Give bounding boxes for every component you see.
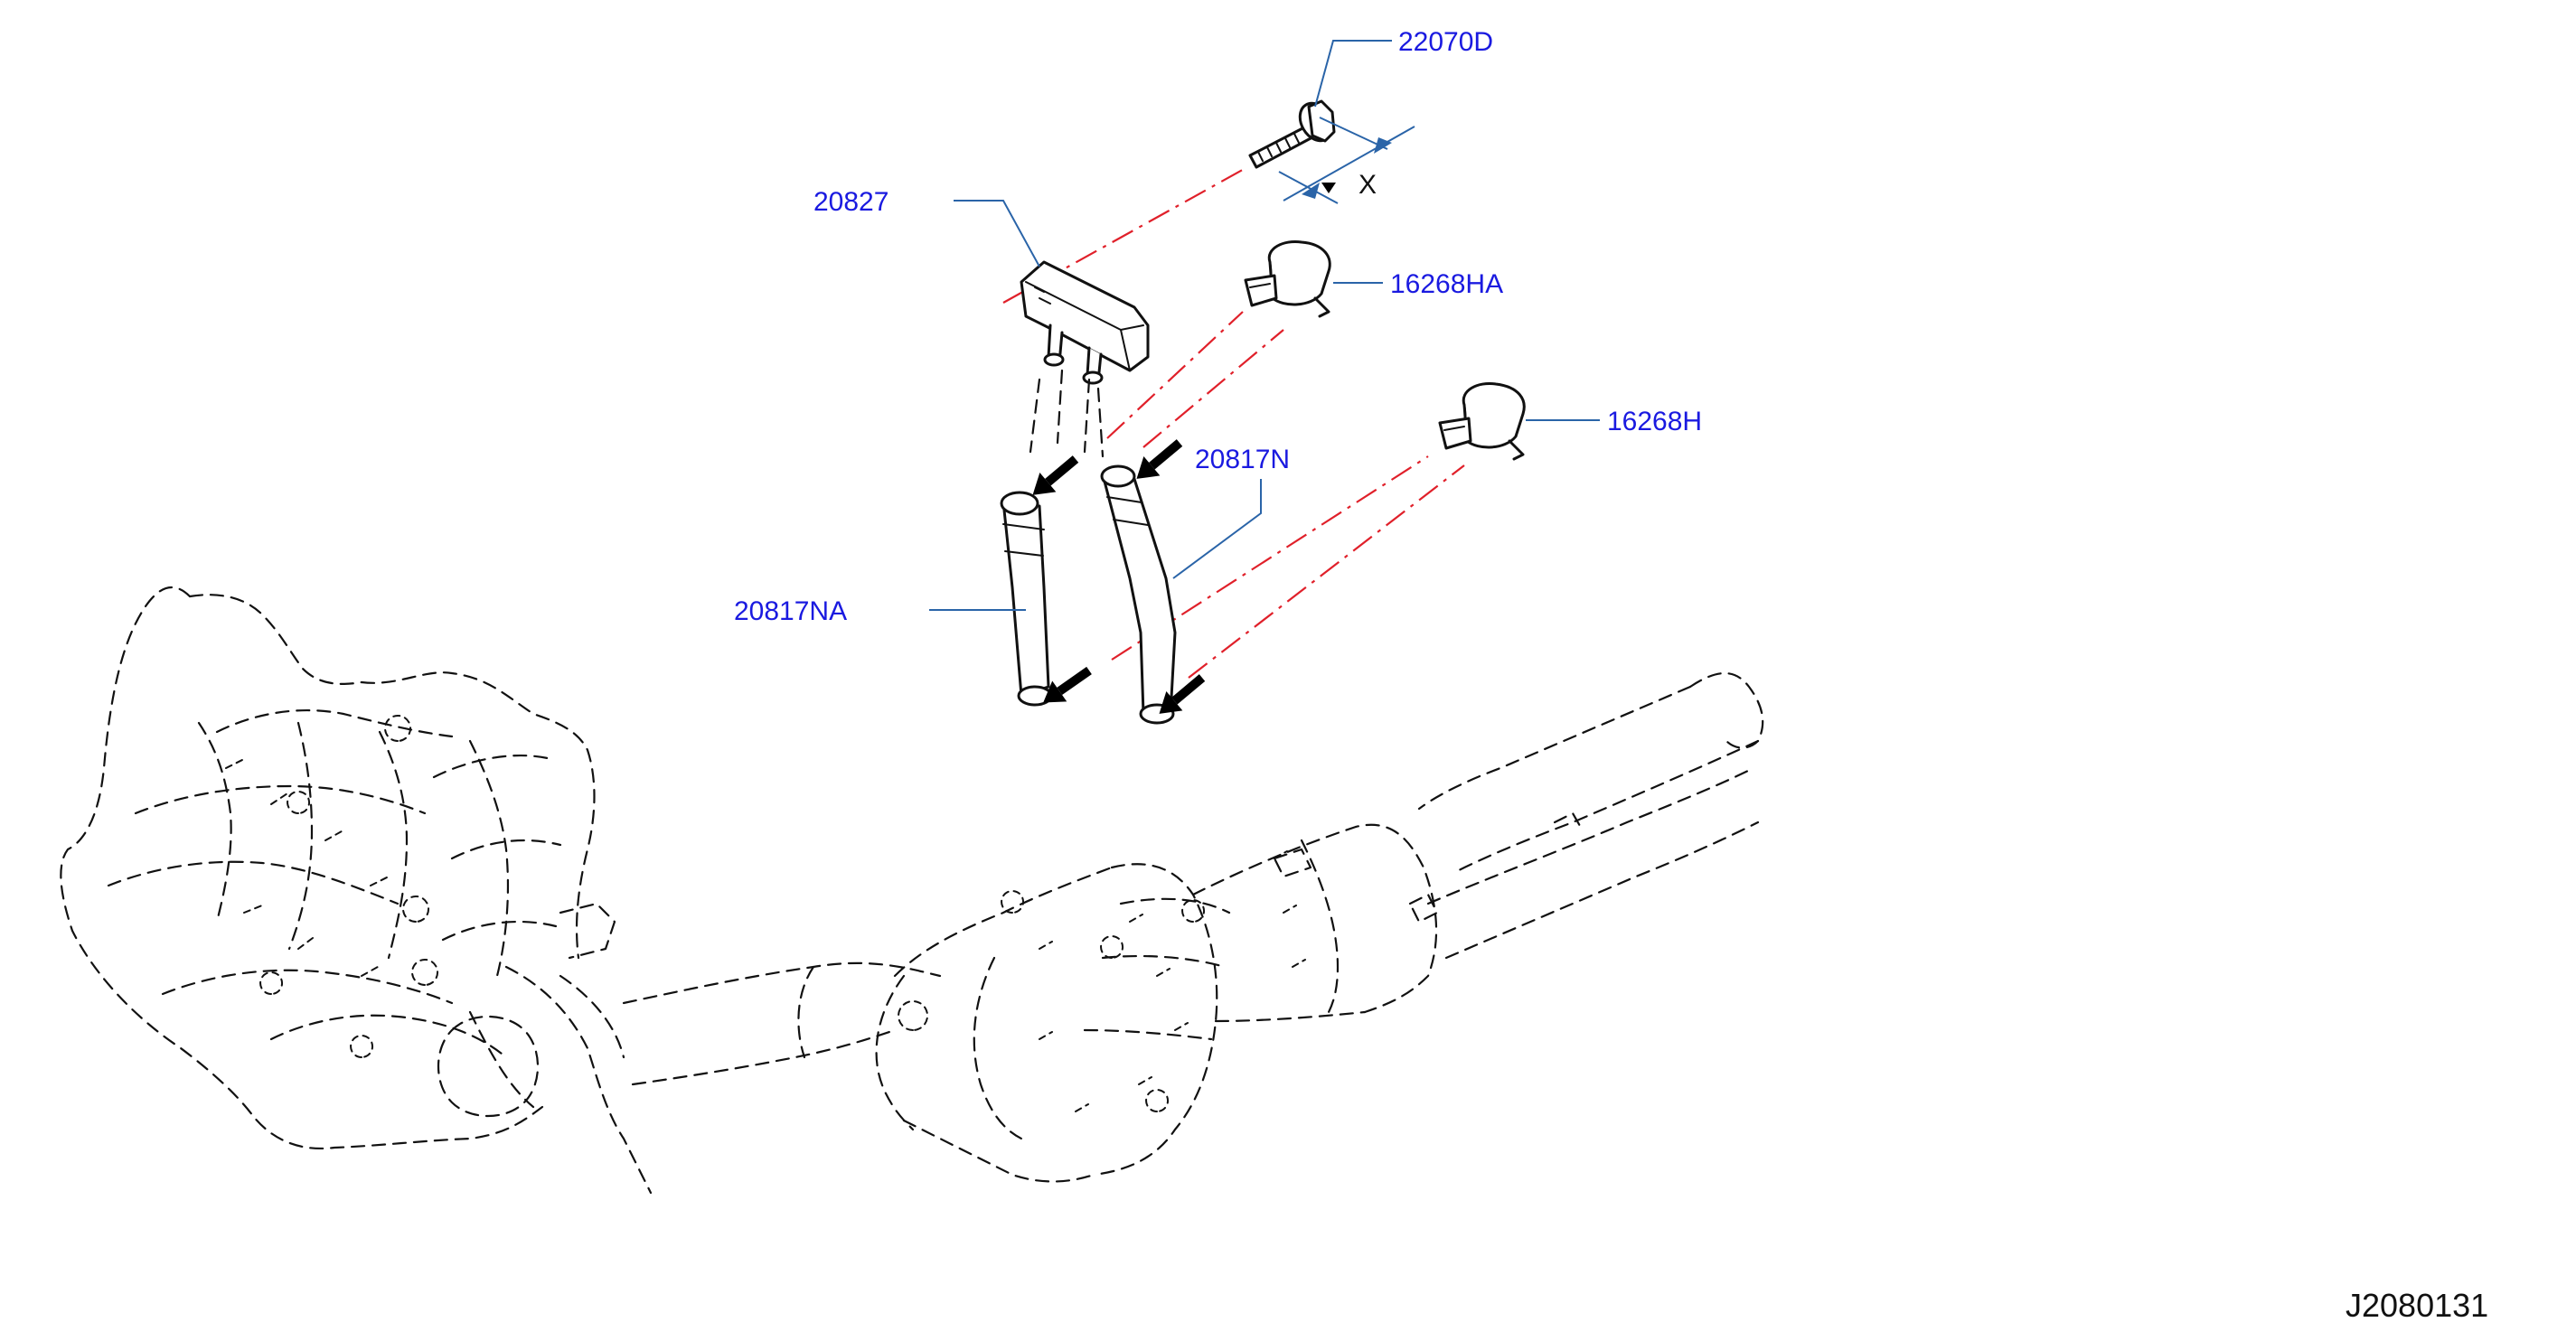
- install-arrow: [1032, 455, 1079, 495]
- dimension-arrow: [1302, 183, 1320, 199]
- catalytic-converter-outline: [875, 671, 1764, 1183]
- clamp-lower-part: [1438, 381, 1526, 461]
- callout-labels: 22070D 20827 16268HA 16268H 20817N 20817…: [734, 27, 1702, 626]
- callout-clamp-upper: 16268HA: [1390, 269, 1503, 299]
- install-arrow: [1043, 666, 1092, 703]
- callout-hose-left: 20817NA: [734, 596, 847, 626]
- clamp-upper-part: [1244, 239, 1331, 318]
- dimension-arrow: [1321, 183, 1336, 193]
- bolt-dimension: X: [1278, 117, 1415, 204]
- bolt-part: [1248, 99, 1336, 169]
- callout-sensor: 20827: [813, 187, 888, 217]
- dimension-label: X: [1359, 170, 1377, 200]
- dimension-arrow: [1374, 137, 1392, 154]
- pressure-sensor-part: [1020, 260, 1150, 385]
- install-arrows: [1032, 439, 1206, 714]
- callout-bolt: 22070D: [1398, 27, 1493, 57]
- engine-block-outline: [60, 586, 653, 1195]
- callout-hose-right: 20817N: [1195, 445, 1290, 474]
- install-arrow: [1136, 439, 1183, 479]
- install-arrow: [1159, 674, 1206, 714]
- callout-clamp-lower: 16268H: [1607, 407, 1702, 436]
- assembly-lines: [1002, 166, 1465, 679]
- hose-right-part: [1083, 378, 1177, 725]
- leader-lines: [929, 40, 1600, 611]
- hose-left-part: [1000, 369, 1064, 707]
- exhaust-pipe-outline: [622, 961, 942, 1086]
- diagram-id: J2080131: [2346, 1287, 2488, 1324]
